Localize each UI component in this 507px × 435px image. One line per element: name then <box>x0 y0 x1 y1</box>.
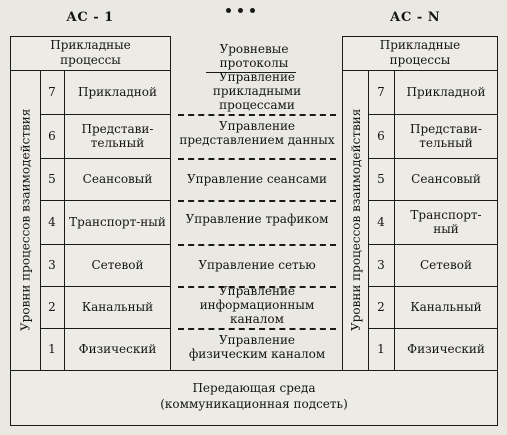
layer-number: 2 <box>377 300 385 314</box>
layer-name: Канальный <box>410 300 482 314</box>
left-applied-processes: Прикладные процессы <box>10 36 171 70</box>
applied-processes-text: Прикладные процессы <box>50 38 131 67</box>
medium-line-1: Передающая среда <box>192 381 316 395</box>
layer-name: Представи-тельный <box>81 122 154 150</box>
layer-number: 4 <box>377 215 385 229</box>
layer-divider <box>368 114 498 115</box>
protocol-label: Управление сетью <box>198 258 316 272</box>
left-station-column <box>10 36 171 371</box>
layer-name: Физический <box>78 342 157 356</box>
dot <box>250 8 255 13</box>
protocols-header-text: Уровневые протоколы <box>219 42 289 70</box>
layer-divider <box>40 114 171 115</box>
protocols-header-underline <box>206 72 296 73</box>
layer-number: 7 <box>377 85 385 99</box>
dot <box>238 8 243 13</box>
layer-number: 3 <box>377 258 385 272</box>
layer-name: Сетевой <box>419 258 472 272</box>
layer-divider <box>40 286 171 287</box>
layer-name: Сеансовый <box>411 172 481 186</box>
layer-name: Физический <box>407 342 485 356</box>
right-vert-divider <box>368 70 369 370</box>
protocol-dashed-divider <box>178 158 336 160</box>
left-num-divider <box>64 70 65 370</box>
right-header-divider <box>342 70 498 71</box>
layer-divider <box>368 244 498 245</box>
layer-name: Сеансовый <box>82 172 153 186</box>
layer-number: 6 <box>48 129 56 143</box>
layer-number: 1 <box>377 342 385 356</box>
layer-number: 6 <box>377 129 385 143</box>
transmission-medium <box>10 370 498 426</box>
protocol-label: Управление информационным каналом <box>199 284 315 326</box>
protocol-dashed-divider <box>178 286 336 288</box>
protocol-label: Управление физическим каналом <box>188 333 326 361</box>
protocol-dashed-divider <box>178 114 336 116</box>
layer-number: 7 <box>48 85 56 99</box>
layer-divider <box>40 158 171 159</box>
layer-name: Сетевой <box>91 258 144 272</box>
protocol-label: Управление трафиком <box>185 212 329 226</box>
left-vertical-label: Уровни процессов взаимодействия <box>18 108 33 332</box>
layer-number: 1 <box>48 342 56 356</box>
protocol-dashed-divider <box>178 328 336 330</box>
layer-divider <box>368 200 498 201</box>
layer-name: Представи-тельный <box>410 122 482 150</box>
left-header-divider <box>10 70 171 71</box>
layer-number: 4 <box>48 215 56 229</box>
protocols-header: Уровневые протоколы <box>190 42 318 70</box>
protocol-dashed-divider <box>178 244 336 246</box>
layer-divider <box>368 158 498 159</box>
right-station-title: АС - N <box>389 10 441 25</box>
dot <box>226 8 231 13</box>
layer-name: Прикладной <box>77 85 158 99</box>
layer-number: 2 <box>48 300 56 314</box>
transmission-medium-label: Передающая среда (коммуникационная подсе… <box>10 380 498 412</box>
layer-number: 3 <box>48 258 56 272</box>
layer-divider <box>40 200 171 201</box>
layer-number: 5 <box>48 172 56 186</box>
layer-divider <box>40 328 171 329</box>
medium-line-2: (коммуникационная подсеть) <box>160 397 348 411</box>
protocol-label: Управление сеансами <box>186 172 328 186</box>
layer-divider <box>40 244 171 245</box>
left-station-title: АС - 1 <box>66 10 114 25</box>
layer-name: Канальный <box>81 300 154 314</box>
left-vert-divider <box>40 70 41 370</box>
protocol-label: Управление представлением данных <box>179 119 335 147</box>
layer-name: Транспорт-ный <box>410 208 482 236</box>
protocol-label: Управление прикладными процессами <box>212 70 302 112</box>
layer-divider <box>368 328 498 329</box>
applied-processes-text: Прикладные процессы <box>379 38 461 67</box>
protocol-dashed-divider <box>178 200 336 202</box>
right-applied-processes: Прикладные процессы <box>342 36 498 70</box>
right-vertical-label: Уровни процессов взаимодействия <box>349 108 363 332</box>
layer-divider <box>368 286 498 287</box>
ellipsis-dots <box>226 8 266 16</box>
layer-name: Транспорт-ный <box>69 215 166 229</box>
layer-name: Прикладной <box>406 85 486 99</box>
layer-number: 5 <box>377 172 385 186</box>
right-num-divider <box>394 70 395 370</box>
